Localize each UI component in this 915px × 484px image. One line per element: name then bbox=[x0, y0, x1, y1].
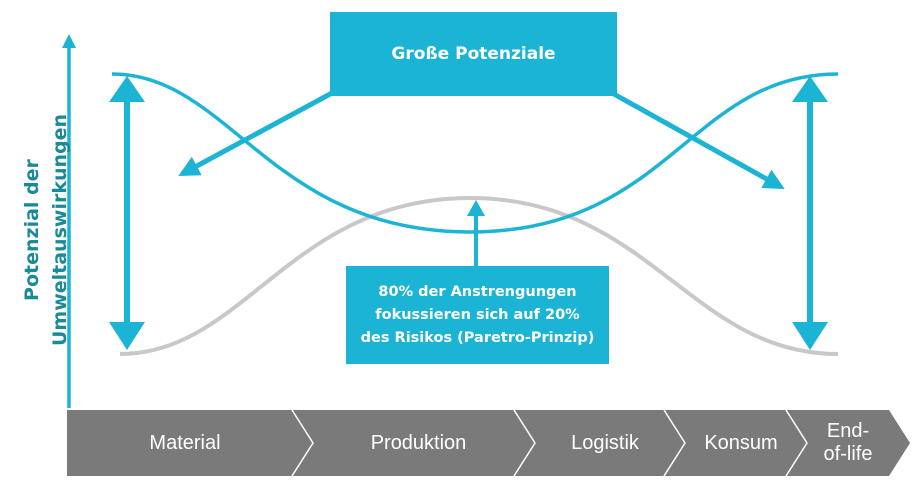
stage-label-logistik: Logistik bbox=[571, 431, 639, 454]
right-double-arrow-head-top bbox=[792, 76, 828, 102]
left-double-arrow-head-bottom bbox=[109, 322, 145, 350]
stage-separator bbox=[513, 409, 536, 477]
stage-separator bbox=[291, 409, 314, 477]
stage-chevron-material bbox=[67, 410, 313, 476]
callout-box bbox=[346, 266, 609, 364]
stage-separator bbox=[663, 409, 686, 477]
stage-chevrons bbox=[67, 409, 910, 477]
blue-curve bbox=[111, 72, 839, 234]
banner-right-arrow bbox=[610, 90, 785, 190]
callout-text: 80% der Anstrengungen fokussieren sich a… bbox=[346, 266, 609, 364]
stage-chevron-produktion bbox=[292, 410, 535, 476]
callout-line: des Risikos (Paretro-Prinzip) bbox=[360, 329, 595, 346]
callout-line: fokussieren sich auf 20% bbox=[375, 306, 580, 323]
stage-label-line: End- bbox=[826, 420, 870, 442]
banner-box bbox=[330, 12, 617, 96]
y-axis-arrowhead bbox=[62, 34, 76, 48]
callout-line: 80% der Anstrengungen bbox=[378, 283, 577, 300]
callout-up-arrowhead bbox=[467, 200, 485, 216]
right-double-arrow-head-bottom bbox=[792, 322, 828, 350]
grey-curve bbox=[119, 195, 839, 356]
stage-separator bbox=[785, 409, 808, 477]
stage-label-line: of-life bbox=[823, 443, 873, 465]
stage-label-konsum: Konsum bbox=[704, 431, 778, 454]
banner-title: Große Potenziale bbox=[391, 44, 556, 64]
left-double-arrow-head-top bbox=[109, 76, 145, 102]
banner-left-arrow bbox=[178, 90, 334, 177]
stage-chevron-logistik bbox=[514, 410, 685, 476]
stage-label-produktion: Produktion bbox=[370, 431, 467, 454]
y-axis-label-line: Potenzial der bbox=[21, 159, 43, 301]
y-axis-label: Potenzial der Umweltauswirkungen bbox=[18, 114, 74, 346]
stage-label-material: Material bbox=[149, 431, 221, 454]
stage-chevron-end-of-life bbox=[786, 410, 910, 476]
stage-chevron-konsum bbox=[664, 410, 807, 476]
stage-label-end-of-life: End- of-life bbox=[802, 410, 894, 476]
y-axis-label-line: Umweltauswirkungen bbox=[49, 113, 71, 347]
